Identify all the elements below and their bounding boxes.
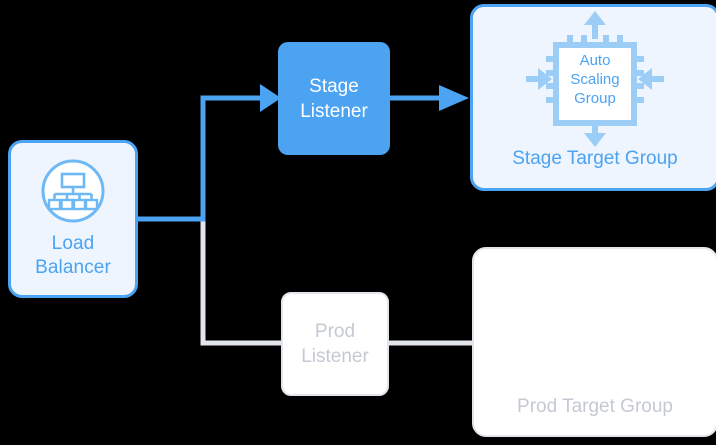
- stage-target-group-label: Stage Target Group: [512, 148, 678, 169]
- panel-stage-target-group[interactable]: Auto Scaling Group Stage Target Group: [470, 4, 716, 191]
- load-balancer-hierarchy-icon: [40, 158, 106, 224]
- auto-scaling-group-cpu-chip-icon: [520, 9, 670, 149]
- prod-listener-label-line2: Listener: [301, 346, 369, 367]
- prod-listener-label-line1: Prod: [314, 321, 356, 342]
- load-balancer-label-line2: Balancer: [35, 257, 111, 278]
- node-load-balancer[interactable]: Load Balancer: [8, 140, 138, 298]
- panel-prod-target-group[interactable]: Prod Target Group: [472, 247, 716, 437]
- scale-arrow-up: [584, 11, 606, 39]
- connector-load-balancer-to-prod-listener: [200, 219, 281, 346]
- stage-listener-label-line2: Listener: [300, 100, 368, 122]
- prod-listener-label: Prod Listener: [301, 319, 369, 369]
- arrowhead-to-stage-target-group: [439, 85, 469, 111]
- scale-arrow-down: [584, 119, 606, 147]
- node-stage-listener[interactable]: Stage Listener: [278, 42, 390, 155]
- stage-listener-label-line1: Stage: [309, 75, 359, 97]
- scale-arrow-left-inward: [526, 68, 552, 90]
- node-prod-listener[interactable]: Prod Listener: [281, 292, 389, 396]
- stage-listener-label: Stage Listener: [300, 74, 368, 124]
- connector-load-balancer-to-stage-listener: [138, 95, 262, 222]
- scale-arrow-right-inward: [638, 68, 664, 90]
- load-balancer-label: Load Balancer: [35, 232, 111, 280]
- load-balancer-label-line1: Load: [51, 233, 95, 254]
- prod-target-group-label: Prod Target Group: [517, 396, 673, 417]
